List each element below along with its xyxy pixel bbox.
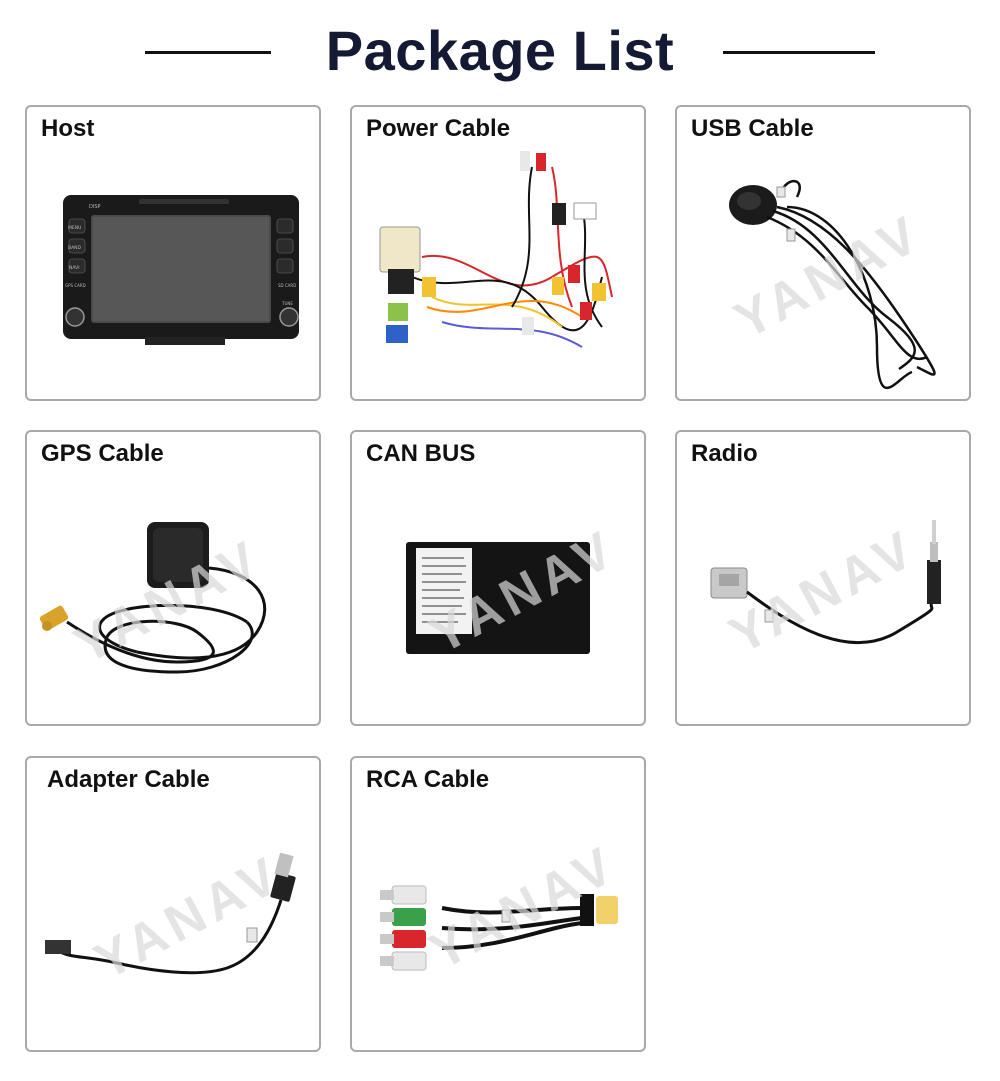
item-card-can-bus: CAN BUS YANAV <box>350 430 646 726</box>
host-unit-image: DISP MENU BAND NAVI GPS CARD SD CARD TUN… <box>63 195 299 345</box>
header-rule-left <box>145 51 271 54</box>
item-card-host: Host DISP MENU BAND NAVI GPS CARD SD CAR… <box>25 105 321 401</box>
host-button-menu: MENU <box>68 225 81 231</box>
item-label: GPS Cable <box>41 440 164 467</box>
header-rule-right <box>723 51 875 54</box>
rca-cable-image <box>380 885 618 971</box>
item-label: Power Cable <box>366 115 511 142</box>
gps-cable-image <box>39 522 267 674</box>
usb-cable-image <box>729 180 936 389</box>
host-button-disp: DISP <box>89 204 101 210</box>
host-button-gps-card: GPS CARD <box>65 283 86 288</box>
item-card-gps-cable: GPS Cable YANAV <box>25 430 321 726</box>
item-label: Host <box>41 115 95 142</box>
host-button-tune: TUNE <box>281 301 293 306</box>
item-card-power-cable: Power Cable <box>350 105 646 401</box>
adapter-cable-image <box>45 852 296 975</box>
item-label: USB Cable <box>691 115 814 142</box>
page-header: Package List <box>0 0 1000 100</box>
host-button-band: BAND <box>68 245 82 251</box>
item-card-adapter-cable: Adapter Cable YANAV <box>25 756 321 1052</box>
host-button-sd-card: SD CARD <box>278 283 296 288</box>
item-label: CAN BUS <box>366 440 476 467</box>
item-label: Radio <box>691 440 758 467</box>
host-button-navi: NAVI <box>69 265 80 271</box>
item-card-rca-cable: RCA Cable YANAV <box>350 756 646 1052</box>
radio-cable-image <box>710 520 941 644</box>
page-title: Package List <box>325 19 675 82</box>
power-cable-image <box>379 151 613 348</box>
can-bus-image <box>406 542 590 654</box>
item-card-radio: Radio YANAV <box>675 430 971 726</box>
item-card-usb-cable: USB Cable YANAV <box>675 105 971 401</box>
item-label: Adapter Cable <box>47 766 210 793</box>
item-label: RCA Cable <box>366 766 490 793</box>
